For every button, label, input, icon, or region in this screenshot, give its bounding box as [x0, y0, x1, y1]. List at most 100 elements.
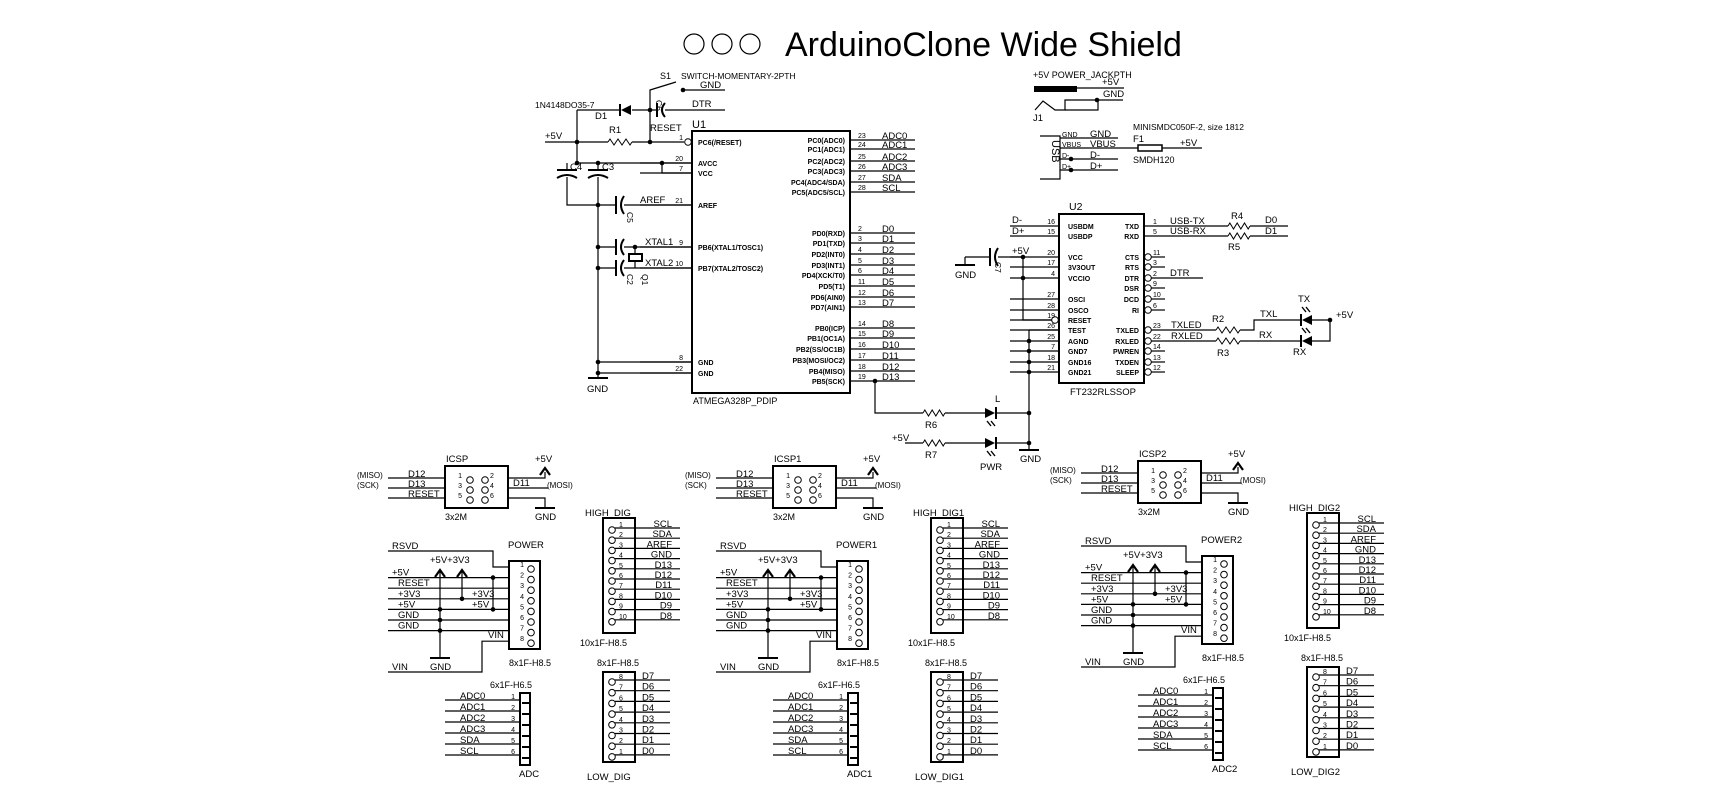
signal-note: (MOSI): [1240, 476, 1266, 485]
net-label-vin: VIN: [816, 630, 832, 641]
pin-number: 1: [1323, 744, 1327, 751]
u2-pin-number: 22: [1153, 334, 1161, 341]
net-label-5v: +5V: [863, 454, 881, 465]
pin-number: 7: [1213, 621, 1217, 628]
u1-pin-name: PB2(SS/OC1B): [796, 347, 845, 354]
pin-number: 5: [1151, 488, 1155, 495]
pin-circle: [794, 476, 802, 484]
adc-part: 6x1F-H6.5: [490, 680, 532, 690]
net-label: USB-RX: [1170, 226, 1207, 237]
junction-dot: [1026, 359, 1032, 365]
net-label: SDA: [460, 735, 480, 746]
pin-circle: [1312, 582, 1320, 591]
signal-note: (MISO): [685, 471, 711, 480]
pin-circle: [1312, 562, 1320, 570]
wire: [836, 497, 874, 508]
u1-pin-number: 14: [858, 321, 866, 328]
gnd-label: GND: [758, 662, 779, 673]
pin-number: 3: [1323, 537, 1327, 544]
s1-part: SWITCH-MOMENTARY-2PTH: [681, 71, 796, 81]
u1-pin-number: 11: [858, 279, 865, 286]
net-label: SCL: [1153, 741, 1171, 752]
r3-resistor: [1215, 337, 1241, 345]
u1-pin-name: PD6(AIN0): [811, 295, 845, 302]
usb-label: USB: [1049, 140, 1061, 163]
u1-part-name: ATMEGA328P_PDIP: [693, 396, 777, 406]
pin-number: 4: [848, 594, 852, 601]
pin-number: 8: [619, 674, 623, 681]
pin-circle: [855, 586, 863, 595]
pin-circle: [855, 597, 863, 605]
wire: [661, 163, 692, 174]
junction-dot: [437, 607, 443, 612]
pin-number: 6: [818, 493, 822, 500]
net-label: D0: [1346, 741, 1358, 752]
pin-circle: [527, 618, 535, 626]
pin-number: 6: [1213, 610, 1217, 617]
u2-pin-name: TEST: [1068, 328, 1087, 335]
net-label: D2: [970, 725, 982, 736]
net-label: D3: [1346, 709, 1358, 720]
u1-pin-name: AVCC: [698, 161, 717, 168]
net-label: D0: [970, 746, 982, 757]
pin-circle: [1174, 481, 1182, 489]
u1-pin-name: PC4(ADC4/SDA): [791, 180, 845, 187]
pin-number: 3: [786, 483, 790, 490]
net-label: D1: [1346, 730, 1358, 741]
signal-note: (SCK): [357, 481, 379, 490]
net-label: ADC1: [460, 702, 485, 713]
adc-connector: [519, 692, 531, 766]
net-label-gnd: GND: [700, 80, 721, 91]
net-label-dtr: DTR: [692, 99, 712, 110]
u1-pin-name: GND: [698, 360, 714, 367]
wire: [716, 550, 837, 568]
pin-circle: [1312, 705, 1320, 713]
net-label: +3V3: [1091, 584, 1113, 595]
u1-pin-number: 26: [858, 164, 866, 171]
u2-pin-number: 13: [1153, 355, 1161, 362]
net-label-d11: D11: [513, 478, 530, 489]
u1-pin-number: 24: [858, 142, 866, 149]
net-label: GND: [726, 621, 747, 632]
low-dig-label: LOW_DIG: [587, 772, 631, 783]
supply-arrow-icon: [1232, 461, 1244, 471]
pin-circle: [608, 567, 616, 575]
pin-number: 2: [947, 738, 951, 745]
high-dig-connector: [602, 517, 636, 634]
net-label: +3V3: [726, 589, 748, 600]
u2-pin-number: 11: [1153, 250, 1160, 257]
junction-dot: [595, 202, 601, 208]
net-label: D2: [882, 245, 894, 256]
net-label-vin: VIN: [392, 662, 408, 673]
r6-label: R6: [925, 420, 937, 431]
u1-pin-name: PC6(/RESET): [698, 140, 742, 147]
pin-circle: [466, 476, 474, 484]
pin-circle: [936, 721, 944, 729]
pin-circle: [936, 688, 944, 697]
u1-pin-number: 28: [858, 185, 866, 192]
net-label: D8: [1364, 606, 1376, 617]
u2-pin-number: 28: [1047, 303, 1055, 310]
pin-number: 3: [511, 716, 515, 723]
pin-circle: [1312, 572, 1320, 580]
pin-circle: [466, 496, 474, 504]
u2-pin-name: RI: [1132, 308, 1139, 315]
net-label: D12: [983, 570, 1000, 581]
pin-circle: [608, 753, 616, 761]
u1-pin-number: 5: [858, 258, 862, 265]
u2-pin-number: 5: [1153, 229, 1157, 236]
junction-dot: [490, 607, 496, 612]
net-label: +5V: [398, 599, 416, 610]
net-label: D2: [642, 725, 654, 736]
supply-arrow-icon: [456, 568, 468, 578]
net-label: TXLED: [1171, 320, 1202, 331]
net-label: D13: [408, 479, 425, 490]
pin-circle: [1312, 673, 1320, 681]
r5-resistor: [1227, 232, 1251, 240]
pin-circle: [1174, 471, 1182, 479]
u1-pin-name: PB3(MOSI/OC2): [792, 358, 845, 365]
c4-capacitor-curve: [556, 174, 578, 179]
high-dig-part: 10x1F-H8.5: [1284, 633, 1331, 643]
pin-number: 7: [848, 626, 852, 633]
pin-number: 4: [619, 553, 623, 560]
